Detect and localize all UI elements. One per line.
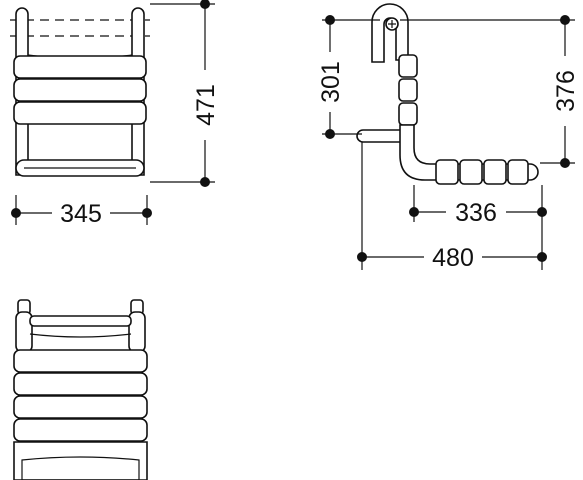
dimension-side-seat-depth: 336 xyxy=(409,185,547,227)
dimension-label-336: 336 xyxy=(455,199,497,227)
dimension-front-height: 471 xyxy=(150,0,220,187)
side-slat-h4 xyxy=(507,159,529,185)
front-slat-2 xyxy=(13,78,147,102)
side-slat-h3 xyxy=(483,159,507,185)
side-hook xyxy=(371,3,409,63)
oblique-rail-left xyxy=(15,311,33,353)
side-slat-v2 xyxy=(398,78,418,102)
dimension-side-total-depth: 480 xyxy=(357,142,547,272)
oblique-rail-right xyxy=(128,311,146,353)
dimension-side-total-height: 376 xyxy=(400,15,580,168)
dimension-front-width: 345 xyxy=(11,195,152,228)
side-view-seat xyxy=(356,3,539,185)
oblique-view-seat xyxy=(13,299,148,480)
oblique-slat-1 xyxy=(13,349,148,373)
dimension-label-301: 301 xyxy=(317,61,345,103)
front-view-seat xyxy=(10,7,150,177)
dimension-label-345: 345 xyxy=(60,200,102,228)
side-slat-h1 xyxy=(435,159,459,185)
front-slat-1 xyxy=(13,55,147,79)
oblique-slat-4 xyxy=(13,418,148,442)
oblique-slat-2 xyxy=(13,372,148,396)
side-wall-bracket xyxy=(356,129,404,143)
dimension-label-376: 376 xyxy=(552,70,580,112)
dimension-side-upper-height: 301 xyxy=(317,15,380,139)
dimension-label-471: 471 xyxy=(192,84,220,126)
oblique-seat-tray xyxy=(13,441,148,480)
oblique-top-bar xyxy=(29,315,132,327)
oblique-slat-3 xyxy=(13,395,148,419)
dimension-label-480: 480 xyxy=(432,244,474,272)
side-slat-h2 xyxy=(459,159,483,185)
side-slat-v3 xyxy=(398,102,418,126)
side-slat-v1 xyxy=(398,54,418,78)
front-slat-3 xyxy=(13,101,147,125)
